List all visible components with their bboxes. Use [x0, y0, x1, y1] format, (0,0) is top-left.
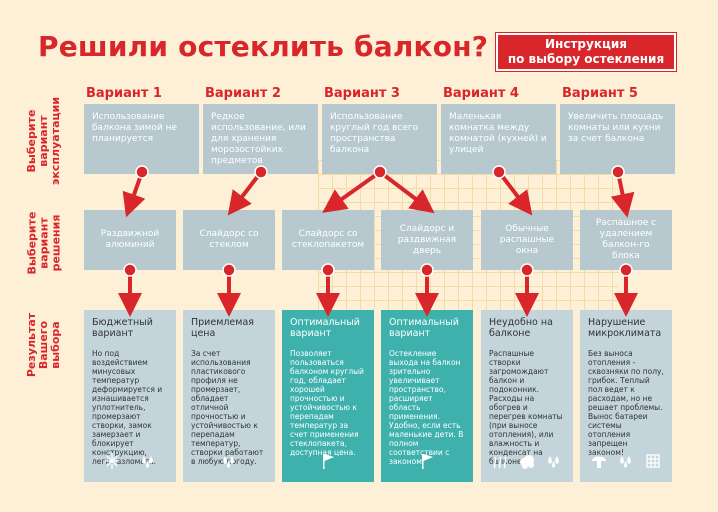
node-dot: [135, 165, 149, 179]
node-dot: [611, 165, 625, 179]
result-icons: [183, 450, 275, 472]
node-dot: [520, 263, 534, 277]
result-heading: Оптимальный вариант: [290, 317, 360, 339]
variant-box-2: Редкое использование, или для хранения м…: [203, 104, 318, 174]
solution-box-5: Обычные распашные окна: [481, 210, 573, 270]
cloud-icon: [520, 455, 534, 469]
variant-box-3: Использование круглый год всего простран…: [322, 104, 437, 174]
solution-box-4: Слайдорс и раздвижная дверь: [381, 210, 473, 270]
flag-icon: [323, 454, 334, 469]
solution-box-3: Слайдорс со стеклопакетом: [282, 210, 374, 270]
result-body: Без выноса отопления - сквозняки по полу…: [588, 349, 664, 457]
variant-box-4: Маленькая комнатка между комнатой (кухне…: [441, 104, 556, 174]
result-heading: Бюджетный вариант: [92, 317, 153, 339]
snowflake-icon: [105, 453, 119, 469]
solution-box-1: Раздвижной алюминий: [84, 210, 176, 270]
page-title: Решили остеклить балкон?: [38, 30, 489, 63]
node-dot: [222, 263, 236, 277]
result-heading: Оптимальный вариант: [389, 317, 459, 339]
variant-box-5: Увеличить площадь комнаты или кухни за с…: [560, 104, 675, 174]
node-dot: [619, 263, 633, 277]
variant-title-4: Вариант 4: [443, 86, 519, 101]
node-dot: [254, 165, 268, 179]
arrow-v3-s4: [378, 170, 435, 214]
heat-waves-icon: [493, 456, 507, 469]
node-dot: [123, 263, 137, 277]
result-icons: [282, 450, 374, 472]
result-card-3: Оптимальный вариант Позволяет пользовать…: [282, 310, 374, 482]
result-heading: Приемлемая цена: [191, 317, 254, 339]
result-card-6: Нарушение микроклимата Без выноса отопле…: [580, 310, 672, 482]
arrow-v2-s2: [227, 170, 263, 216]
solution-box-2: Слайдорс со стеклом: [183, 210, 275, 270]
result-card-2: Приемлемая цена За счет использования пл…: [183, 310, 275, 482]
result-body: Распашные створки загромождают балкон и …: [489, 349, 563, 466]
result-body: Но под воздействием минусовых температур…: [92, 349, 163, 466]
flag-icon: [422, 454, 433, 469]
result-icons: [481, 450, 573, 472]
badge-line-1: Инструкция: [545, 37, 627, 51]
variant-box-1: Использование балкона зимой не планирует…: [84, 104, 199, 174]
node-dot: [321, 263, 335, 277]
result-card-4: Оптимальный вариант Остекление выхода на…: [381, 310, 473, 482]
result-card-1: Бюджетный вариант Но под воздействием ми…: [84, 310, 176, 482]
mushroom-icon: [592, 456, 606, 468]
node-dot: [492, 165, 506, 179]
arrow-v3-s3: [322, 170, 382, 213]
drops-icon: [620, 456, 631, 468]
solution-box-6: Распашное с удалением балкон-го блока: [580, 210, 672, 270]
result-icons: [580, 450, 672, 472]
node-dot: [373, 165, 387, 179]
result-heading: Нарушение микроклимата: [588, 317, 662, 339]
variant-title-5: Вариант 5: [562, 86, 638, 101]
drops-icon: [548, 456, 559, 468]
node-dot: [420, 263, 434, 277]
arrow-v4-s5: [497, 170, 533, 216]
result-icons: [381, 450, 473, 472]
result-body: Остекление выхода на балкон зрительно ув…: [389, 349, 464, 466]
result-icons: [84, 450, 176, 472]
drops-icon: [142, 456, 153, 468]
variant-title-3: Вариант 3: [324, 86, 400, 101]
result-body: Позволяет пользоваться балконом круглый …: [290, 349, 364, 457]
instruction-badge: Инструкция по выбору остекления: [496, 33, 676, 71]
drops-icon: [223, 456, 234, 468]
badge-line-2: по выбору остекления: [507, 52, 665, 66]
variant-title-2: Вариант 2: [205, 86, 281, 101]
result-card-5: Неудобно на балконе Распашные створки за…: [481, 310, 573, 482]
result-heading: Неудобно на балконе: [489, 317, 553, 339]
variant-title-1: Вариант 1: [86, 86, 162, 101]
grid-icon: [646, 454, 660, 468]
